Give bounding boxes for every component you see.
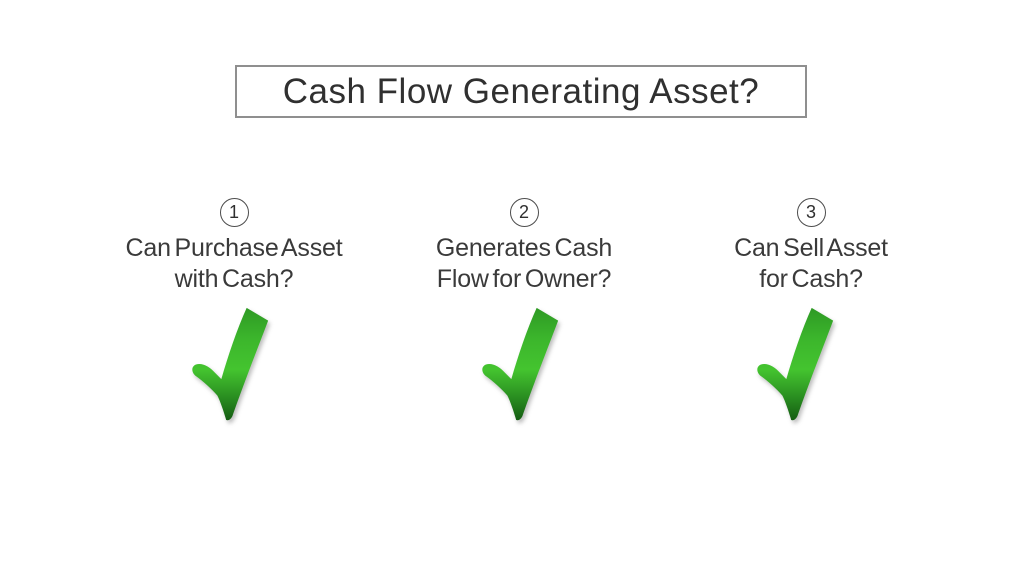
green-checkmark-icon: [192, 307, 269, 421]
question-line-1: Can Sell Asset: [734, 234, 888, 262]
question-text: Can Purchase Asset with Cash?: [84, 233, 384, 295]
step-item-1: 1 Can Purchase Asset with Cash?: [84, 198, 384, 422]
question-line-2: Flow for Owner?: [436, 265, 612, 293]
step-item-2: 2 Generates Cash Flow for Owner?: [374, 198, 674, 422]
slide-title: Cash Flow Generating Asset?: [282, 71, 760, 111]
green-checkmark-icon: [757, 307, 834, 421]
step-number-badge: 3: [796, 198, 826, 227]
step-number: 2: [518, 202, 529, 222]
step-number-badge: 2: [509, 198, 539, 227]
question-line-2: with Cash?: [174, 265, 294, 293]
green-checkmark-icon: [482, 307, 559, 421]
question-text: Generates Cash Flow for Owner?: [374, 233, 674, 295]
step-number: 1: [228, 202, 239, 222]
question-line-2: for Cash?: [759, 265, 863, 293]
step-number: 3: [805, 202, 816, 222]
question-line-1: Generates Cash: [435, 234, 613, 262]
step-item-3: 3 Can Sell Asset for Cash?: [661, 198, 961, 422]
question-text: Can Sell Asset for Cash?: [661, 233, 961, 295]
question-line-1: Can Purchase Asset: [125, 234, 343, 262]
slide-title-box: Cash Flow Generating Asset?: [235, 65, 807, 118]
step-number-badge: 1: [219, 198, 249, 227]
